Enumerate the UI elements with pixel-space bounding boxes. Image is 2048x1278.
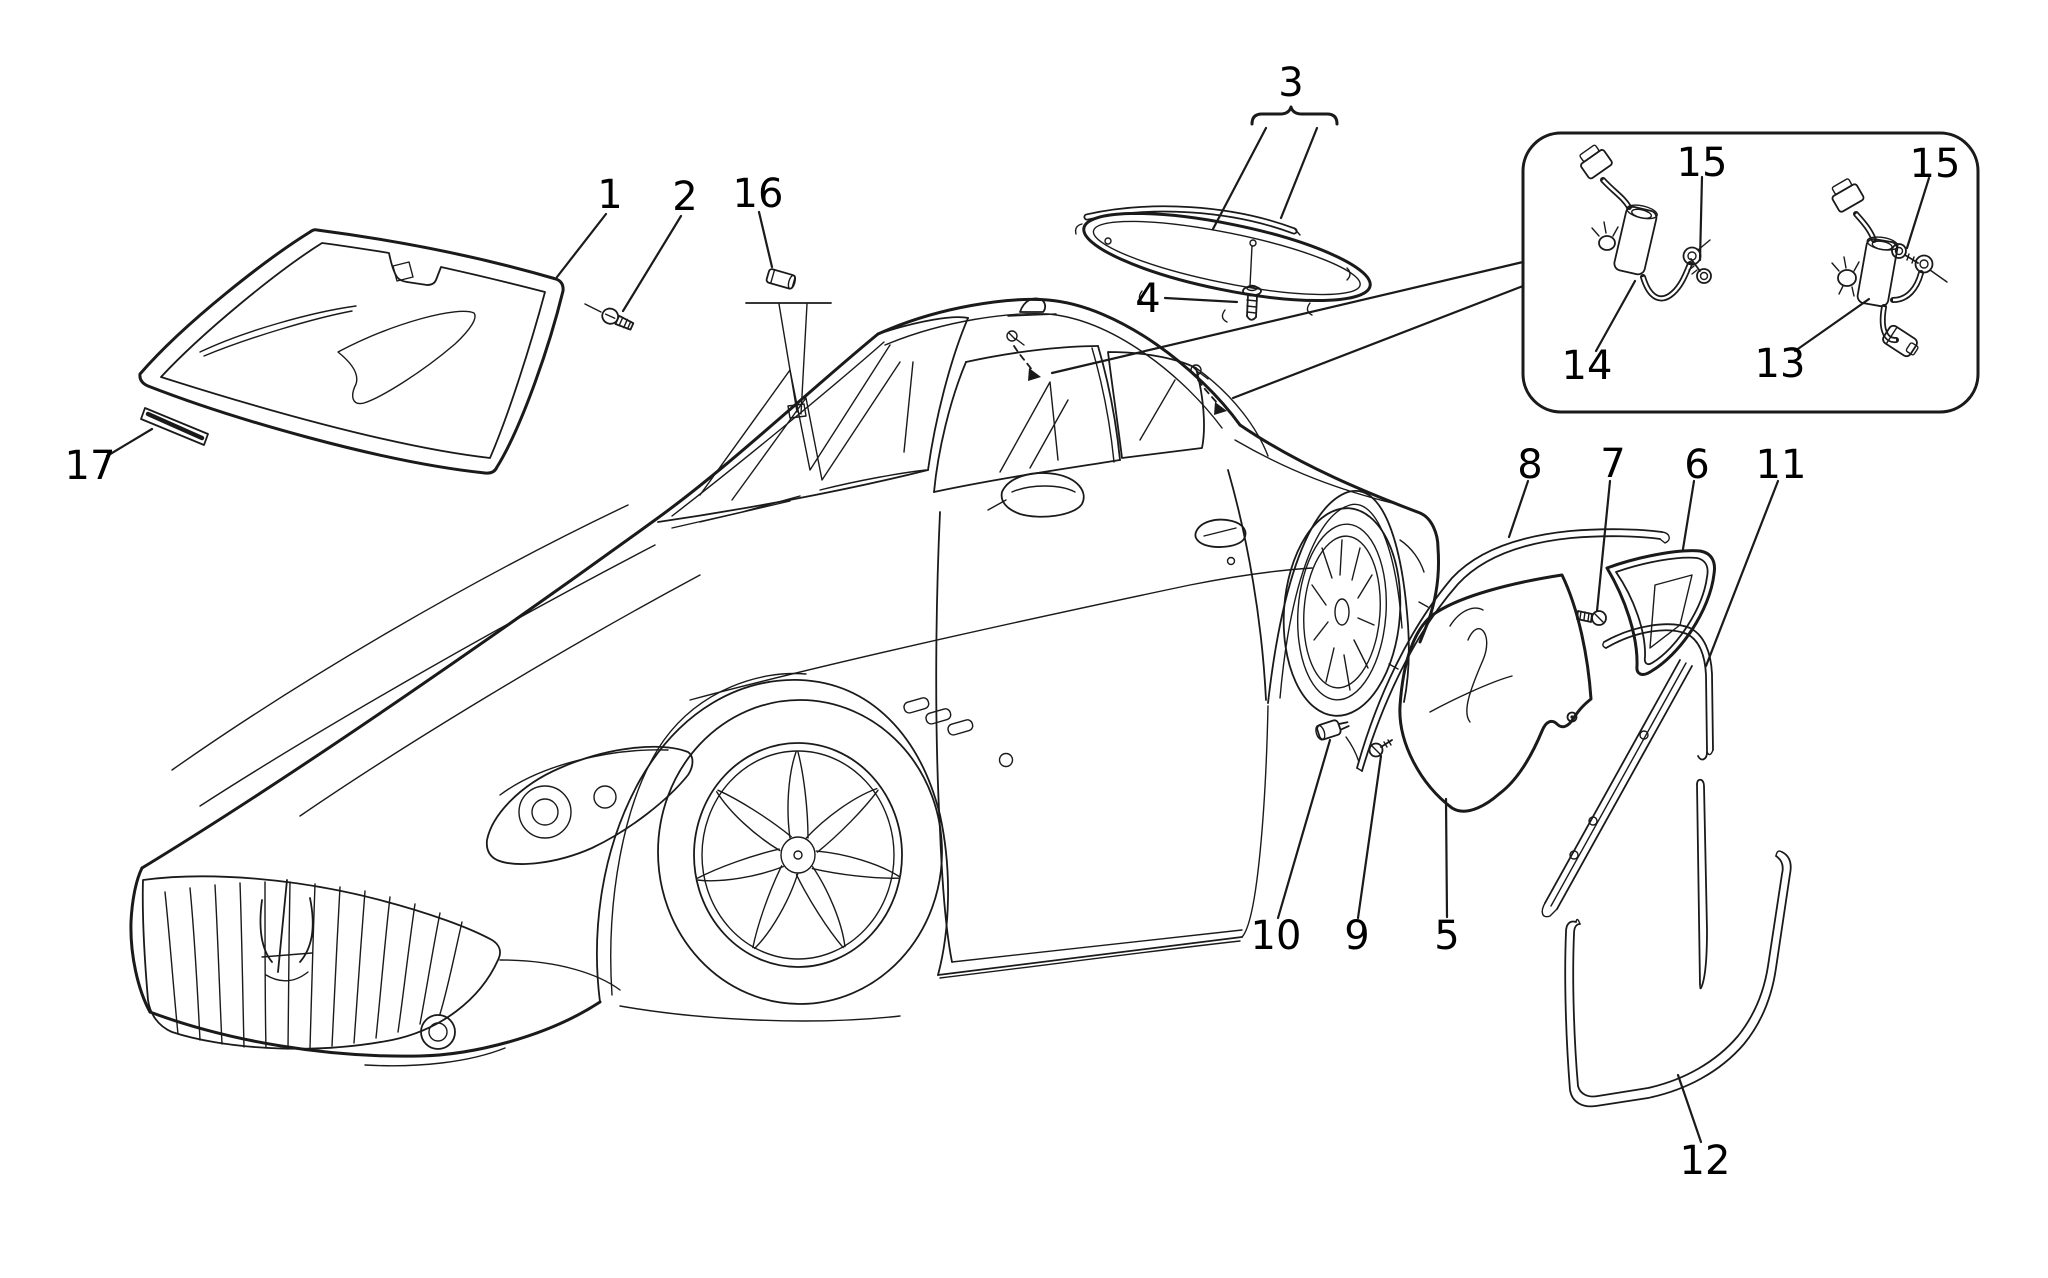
door-seal-part bbox=[1564, 850, 1792, 1108]
callout-13: 13 bbox=[1755, 341, 1806, 387]
trident-emblem bbox=[259, 879, 314, 982]
leader-lines bbox=[105, 105, 1931, 1144]
clip-10 bbox=[1315, 719, 1360, 763]
callout-1: 1 bbox=[597, 172, 622, 218]
roof-trim-strip-part bbox=[1356, 528, 1670, 772]
car-illustration bbox=[129, 297, 1440, 1067]
callout-2: 2 bbox=[672, 174, 697, 220]
callouts: 1 2 3 4 5 6 7 8 9 10 11 12 13 14 15 15 1… bbox=[65, 60, 1961, 1184]
fender-vents bbox=[903, 697, 1014, 768]
roof-pin-part bbox=[745, 268, 832, 415]
callout-15-right: 15 bbox=[1910, 141, 1961, 187]
front-wheel bbox=[657, 699, 943, 1005]
windshield-strip-part bbox=[140, 407, 209, 446]
callout-6: 6 bbox=[1684, 442, 1709, 488]
callout-4: 4 bbox=[1135, 276, 1160, 322]
regulator-bolt-right bbox=[1891, 243, 1919, 264]
glass-run-channel-part bbox=[1541, 623, 1714, 990]
callout-11: 11 bbox=[1756, 442, 1807, 488]
callout-16: 16 bbox=[733, 171, 784, 217]
front-grille bbox=[141, 875, 501, 1050]
rear-window-group bbox=[1074, 205, 1372, 323]
regulator-bolt-left bbox=[1688, 258, 1712, 284]
callout-5: 5 bbox=[1434, 913, 1459, 959]
callout-7: 7 bbox=[1600, 441, 1625, 487]
headlight bbox=[485, 745, 694, 865]
screw-9 bbox=[1368, 739, 1393, 758]
callout-8: 8 bbox=[1517, 442, 1542, 488]
wheel-spokes bbox=[696, 751, 900, 950]
callout-10: 10 bbox=[1251, 913, 1302, 959]
callout-17: 17 bbox=[65, 443, 116, 489]
callout-9: 9 bbox=[1344, 913, 1369, 959]
screw-7 bbox=[1576, 610, 1607, 626]
screw-2 bbox=[584, 303, 635, 331]
quarter-window-part bbox=[1605, 549, 1716, 676]
callout-12: 12 bbox=[1680, 1138, 1731, 1184]
callout-3: 3 bbox=[1278, 60, 1303, 106]
regulator-assembly-13 bbox=[1831, 178, 1948, 358]
clip-4 bbox=[1242, 284, 1262, 321]
callout-15-left: 15 bbox=[1677, 140, 1728, 186]
rear-wheel bbox=[1282, 507, 1402, 717]
roof-clip-marker-left bbox=[1006, 330, 1041, 381]
door-glass-part bbox=[1398, 573, 1593, 813]
roof-clip-marker-right bbox=[1190, 364, 1227, 415]
callout-14: 14 bbox=[1562, 343, 1613, 389]
windshield-part bbox=[138, 228, 565, 475]
